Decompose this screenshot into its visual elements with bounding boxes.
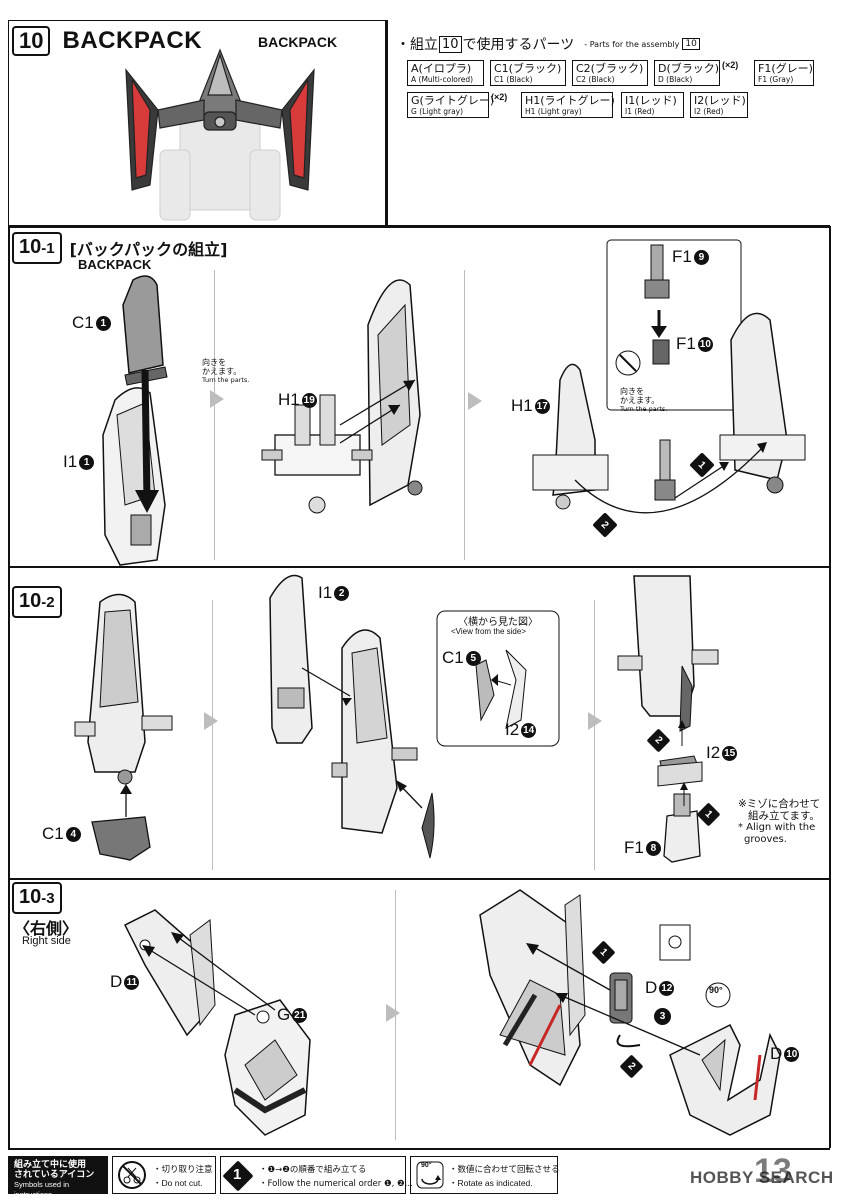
step10-1-right-rule (829, 226, 831, 566)
backpack-c1-i1-art (102, 275, 168, 566)
step10-2-divider-1 (212, 600, 213, 870)
step10-3-right-rule (829, 878, 831, 1148)
step10-1-sublabel: BACKPACK (78, 257, 152, 272)
step10-1-title: [バックパックの組立] (69, 240, 228, 259)
part-box-d: D(ブラック)D (Black) (654, 60, 720, 86)
step10-1-badge: 10-1 [バックパックの組立] (12, 232, 227, 264)
parts-heading-en-num: 10 (682, 38, 700, 50)
order-badge-10-2-1: 1 (696, 802, 721, 827)
part-box-h1: H1(ライトグレー)H1 (Light gray) (521, 92, 615, 118)
part-d-multiplier: (×2) (722, 60, 739, 70)
side-view-title-jp: 〈横から見た図〉 (458, 617, 538, 628)
backpack-c1-4-art (74, 593, 173, 861)
step10-1-number: 10-1 (12, 232, 62, 264)
footer-rotate: 90° ・数値に合わせて回転させる ・Rotate as indicated. (410, 1156, 560, 1194)
no-cut-icon (118, 1161, 146, 1189)
side-d11-g21-art (123, 909, 311, 1136)
turn-parts-note-2: 向きをかえます。 Turn the parts. (620, 387, 668, 413)
part-box-i2: I2(レッド)I2 (Red) (690, 92, 748, 118)
order-badge-10-2-2: 2 (646, 728, 671, 753)
order-badge-10-3-3: 3 (654, 1008, 671, 1025)
step10-2-divider-2 (594, 600, 595, 870)
side-view-title-en: <View from the side> (451, 627, 527, 636)
step10-1-top-rule (8, 226, 830, 228)
turn-parts-note-1: 向きをかえます。 Turn the parts. (202, 358, 250, 384)
step10-divider (386, 20, 388, 226)
order-badge-10-3-1: 1 (591, 940, 616, 965)
backpack-h1-19-art (261, 279, 423, 514)
step10-number: 10 (12, 26, 51, 56)
part-box-a: A(イロプラ)A (Multi-colored) (407, 60, 484, 86)
step10-2-left-rule (8, 566, 10, 878)
step10-preview-label: BACKPACK (258, 34, 338, 50)
step10-2-badge: 10-2 (12, 586, 62, 618)
step-arrow-5 (386, 1004, 400, 1022)
step10-2-number: 10-2 (12, 586, 62, 618)
order-badge-1: 1 (689, 452, 715, 478)
footer-order: 1 ・❶→❷の順番で組み立てる ・Follow the numerical or… (220, 1156, 413, 1194)
right-side-jp: 〈右側〉 (14, 919, 79, 938)
parts-heading: ・組立 10 で使用するパーツ - Parts for the assembly… (396, 34, 700, 54)
step10-3-number: 10-3 (12, 882, 62, 914)
part-g-multiplier: (×2) (491, 92, 508, 102)
groove-note: ※ミゾに合わせて 組み立てます。 * Align with the groove… (738, 798, 821, 845)
order-badge-10-3-2: 2 (619, 1054, 644, 1079)
step10-preview-frame (8, 20, 386, 226)
order-badge-2: 2 (592, 512, 618, 538)
step10-1-divider-1 (214, 270, 215, 560)
step10-bottom-rule (386, 225, 830, 227)
part-box-c2: C2(ブラック)C2 (Black) (572, 60, 648, 86)
part-box-c1: C1(ブラック)C1 (Black) (490, 60, 566, 86)
step10-3-left-rule (8, 878, 10, 1148)
step10-2-right-rule (829, 566, 831, 878)
step10-1-left-rule (8, 226, 10, 566)
watermark-hobbysearch: HOBBY SEARCH (690, 1168, 834, 1187)
step-arrow-3 (204, 712, 218, 730)
footer-nocut: ・切り取り注意 ・Do not cut. (112, 1156, 216, 1194)
backpack-preview-illustration (125, 48, 315, 221)
footer-legend-title: 組み立て中に使用 されているアイコン Symbols used in instr… (8, 1156, 108, 1199)
step10-title: BACKPACK (62, 27, 203, 54)
right-side-en: Right side (22, 935, 71, 947)
parts-heading-en: - Parts for the assembly (584, 39, 680, 49)
part-box-f1: F1(グレー)F1 (Gray) (754, 60, 814, 86)
step10-1-divider-2 (464, 270, 465, 560)
step10-3-badge: 10-3 (12, 882, 62, 914)
step-arrow-4 (588, 712, 602, 730)
step-arrow-2 (468, 392, 482, 410)
page-number: 13 (754, 1152, 792, 1190)
footer-top-rule (8, 1148, 830, 1150)
backpack-h1-17-f1-art (532, 239, 806, 514)
side-view-callout (436, 610, 560, 747)
step10-3-top-rule (8, 878, 830, 880)
step10-badge: 10 BACKPACK (12, 26, 202, 56)
part-box-g: G(ライトグレー)G (Light gray) (407, 92, 494, 118)
step10-2-top-rule (8, 566, 830, 568)
rotate-90-label: 90° (709, 985, 723, 995)
step-arrow-1 (210, 390, 224, 408)
side-d12-d10-art (479, 889, 781, 1136)
backpack-i1-2-art (269, 574, 435, 859)
parts-heading-step-num: 10 (439, 35, 462, 53)
backpack-i2-f1-art (617, 575, 719, 863)
part-box-i1: I1(レッド)I1 (Red) (621, 92, 684, 118)
rotate-icon (416, 1161, 444, 1189)
